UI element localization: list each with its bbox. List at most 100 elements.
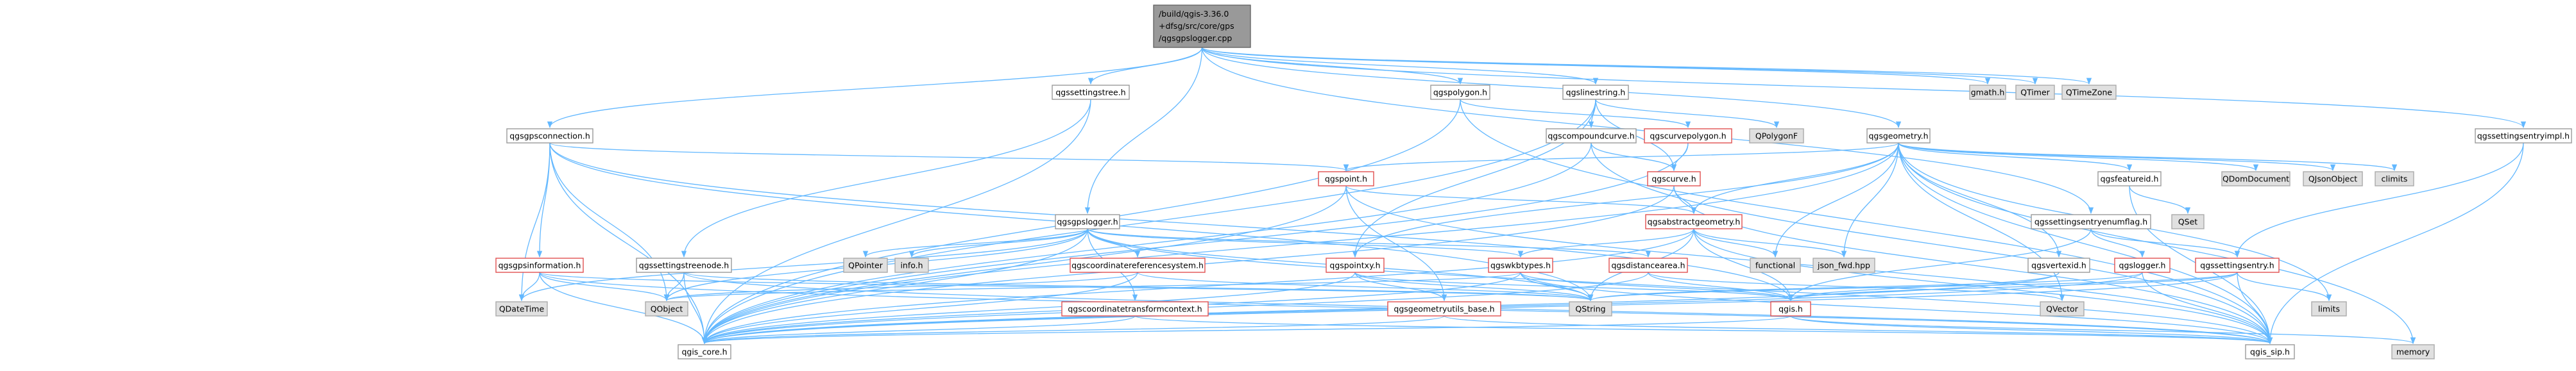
node-qgssettingsentry[interactable]: qgssettingsentry.h [2195, 258, 2280, 273]
node-qgslogger[interactable]: qgslogger.h [2114, 258, 2171, 273]
node-box [2391, 344, 2435, 359]
node-box [1562, 85, 1629, 100]
node-json_fwd: json_fwd.hpp [1813, 258, 1875, 273]
edge-qgsgpsinformation-to-QObject [539, 272, 670, 302]
node-qgspoint[interactable]: qgspoint.h [1318, 171, 1374, 186]
node-qgsvertexid[interactable]: qgsvertexid.h [2027, 258, 2090, 273]
node-qgis_core[interactable]: qgis_core.h [678, 344, 731, 359]
edge-root-to-qgslinestring [1201, 47, 1598, 85]
node-qgis_sip[interactable]: qgis_sip.h [2245, 344, 2295, 359]
edge-qgscompoundcurve-to-qgis_sip [1591, 142, 2273, 345]
node-box [495, 258, 584, 273]
edge-qgsgeometry-to-qgspointxy [1352, 142, 1899, 258]
node-box [2061, 85, 2117, 100]
node-QTimer: QTimer [2015, 85, 2055, 100]
node-limits: limits [2311, 301, 2347, 317]
node-box [645, 301, 688, 317]
node-qgssettingsentryimpl[interactable]: qgssettingsentryimpl.h [2475, 128, 2572, 144]
node-box [2015, 85, 2055, 100]
edge-qgsgpsinformation-to-QDateTime [518, 272, 540, 302]
edge-qgspolygon-to-qgscurvepolygon [1460, 99, 1691, 129]
node-label: qgssettingsentryimpl.h [2477, 131, 2570, 141]
node-label: qgspointxy.h [1329, 261, 1380, 270]
node-box [894, 258, 929, 273]
node-label: qgsgpsinformation.h [499, 261, 581, 270]
node-label: qgscoordinatetransformcontext.h [1068, 304, 1202, 314]
edge-qgscoordinatetransformcontext-to-qgis_core [702, 315, 1136, 345]
node-box [1070, 258, 1206, 273]
node-qgscoordinatetransformcontext[interactable]: qgscoordinatetransformcontext.h [1061, 301, 1209, 317]
node-label: QPointer [848, 261, 883, 270]
node-label: functional [1755, 261, 1795, 270]
node-label: qgsvertexid.h [2031, 261, 2086, 270]
edge-qgslogger-to-QString [1588, 272, 2143, 302]
node-QTimeZone: QTimeZone [2061, 85, 2117, 100]
node-label: qgsgpsconnection.h [509, 131, 590, 141]
node-qgssettingstree[interactable]: qgssettingstree.h [1052, 85, 1130, 100]
root-label-line: /qgsgpslogger.cpp [1159, 33, 1232, 43]
node-box [1318, 171, 1374, 186]
node-qgsgeometryutils_base[interactable]: qgsgeometryutils_base.h [1387, 301, 1501, 317]
edge-qgsfeatureid-to-QSet [2129, 185, 2191, 215]
node-qgsgpsinformation[interactable]: qgsgpsinformation.h [495, 258, 584, 273]
edge-qgssettingsentryenumflag-to-qgis [1787, 228, 2092, 302]
node-label: QVector [2046, 304, 2079, 314]
edge-qgsabstractgeometry-to-qgis_sip [1693, 228, 2273, 345]
node-qgsgpsconnection[interactable]: qgsgpsconnection.h [506, 128, 593, 144]
edge-qgscurvepolygon-to-qgis_core [701, 142, 1689, 345]
root-label-line: /build/qgis-3.36.0 [1159, 9, 1229, 19]
node-qgssettingsentryenumflag[interactable]: qgssettingsentryenumflag.h [2031, 214, 2151, 229]
edge-qgsgeometry-to-qgspoint [1343, 142, 1899, 172]
dependency-edges [518, 47, 2526, 345]
node-qgsgeometry[interactable]: qgsgeometry.h [1866, 128, 1931, 144]
node-qgscoordinatereferencesystem[interactable]: qgscoordinatereferencesystem.h [1070, 258, 1206, 273]
node-box [2195, 258, 2280, 273]
edge-qgspoint-to-qgsabstractgeometry [1345, 185, 1696, 215]
edge-qgsgpslogger-to-qgsdistancearea [1087, 228, 1651, 258]
node-QString: QString [1569, 301, 1612, 317]
node-root[interactable]: /build/qgis-3.36.0+dfsg/src/core/gps/qgs… [1153, 4, 1251, 48]
node-qgscurvepolygon[interactable]: qgscurvepolygon.h [1644, 128, 1732, 144]
edge-qgssettingsentryenumflag-to-qgslogger [2090, 228, 2145, 258]
node-qgscompoundcurve[interactable]: qgscompoundcurve.h [1546, 128, 1637, 144]
node-QPointer: QPointer [843, 258, 888, 273]
node-box [1488, 258, 1553, 273]
node-qgswkbtypes[interactable]: qgswkbtypes.h [1488, 258, 1553, 273]
node-box [1153, 4, 1251, 48]
edge-qgsgpsconnection-to-QDateTime [518, 142, 550, 302]
node-box [1608, 258, 1688, 273]
node-qgis[interactable]: qgis.h [1770, 301, 1811, 317]
node-label: QTimer [2020, 88, 2050, 97]
node-box [1749, 128, 1804, 144]
node-label: qgslogger.h [2119, 261, 2166, 270]
node-qgssettingstreenode[interactable]: qgssettingstreenode.h [636, 258, 732, 273]
edge-qgssettingstree-to-qgis_core [701, 99, 1091, 345]
node-label: qgsgeometryutils_base.h [1394, 304, 1494, 314]
node-qgscurve[interactable]: qgscurve.h [1647, 171, 1701, 186]
node-infoh: info.h [894, 258, 929, 273]
node-label: qgsabstractgeometry.h [1648, 217, 1741, 227]
node-label: gmath.h [1971, 88, 2005, 97]
edge-qgslogger-to-qgis_sip [2142, 272, 2273, 345]
edge-qgslinestring-to-qgis_core [701, 99, 1596, 345]
node-label: qgsgpslogger.h [1057, 217, 1118, 227]
node-qgsfeatureid[interactable]: qgsfeatureid.h [2097, 171, 2162, 186]
node-qgspolygon[interactable]: qgspolygon.h [1430, 85, 1490, 100]
node-box [2027, 258, 2090, 273]
node-qgsdistancearea[interactable]: qgsdistancearea.h [1608, 258, 1688, 273]
edge-qgsgpsinformation-to-qgis_core [539, 272, 708, 345]
node-qgsgpslogger[interactable]: qgsgpslogger.h [1055, 214, 1120, 229]
node-box [1813, 258, 1875, 273]
node-qgsabstractgeometry[interactable]: qgsabstractgeometry.h [1645, 214, 1743, 229]
edge-qgsgpslogger-to-qgswkbtypes [1087, 228, 1523, 258]
edge-qgis-to-qgis_sip [1790, 315, 2273, 345]
node-box [495, 301, 548, 317]
edge-qgsgeometry-to-qgsfeatureid [1898, 142, 2133, 172]
edge-qgsgpsconnection-to-QObject [549, 142, 670, 302]
edge-qgssettingsentry-to-QString [1588, 272, 2238, 302]
node-qgslinestring[interactable]: qgslinestring.h [1562, 85, 1629, 100]
edge-qgsgeometry-to-json_fwd [1841, 142, 1899, 258]
node-label: qgssettingsentryenumflag.h [2034, 217, 2147, 227]
node-qgspointxy[interactable]: qgspointxy.h [1326, 258, 1385, 273]
node-label: qgscompoundcurve.h [1548, 131, 1634, 141]
